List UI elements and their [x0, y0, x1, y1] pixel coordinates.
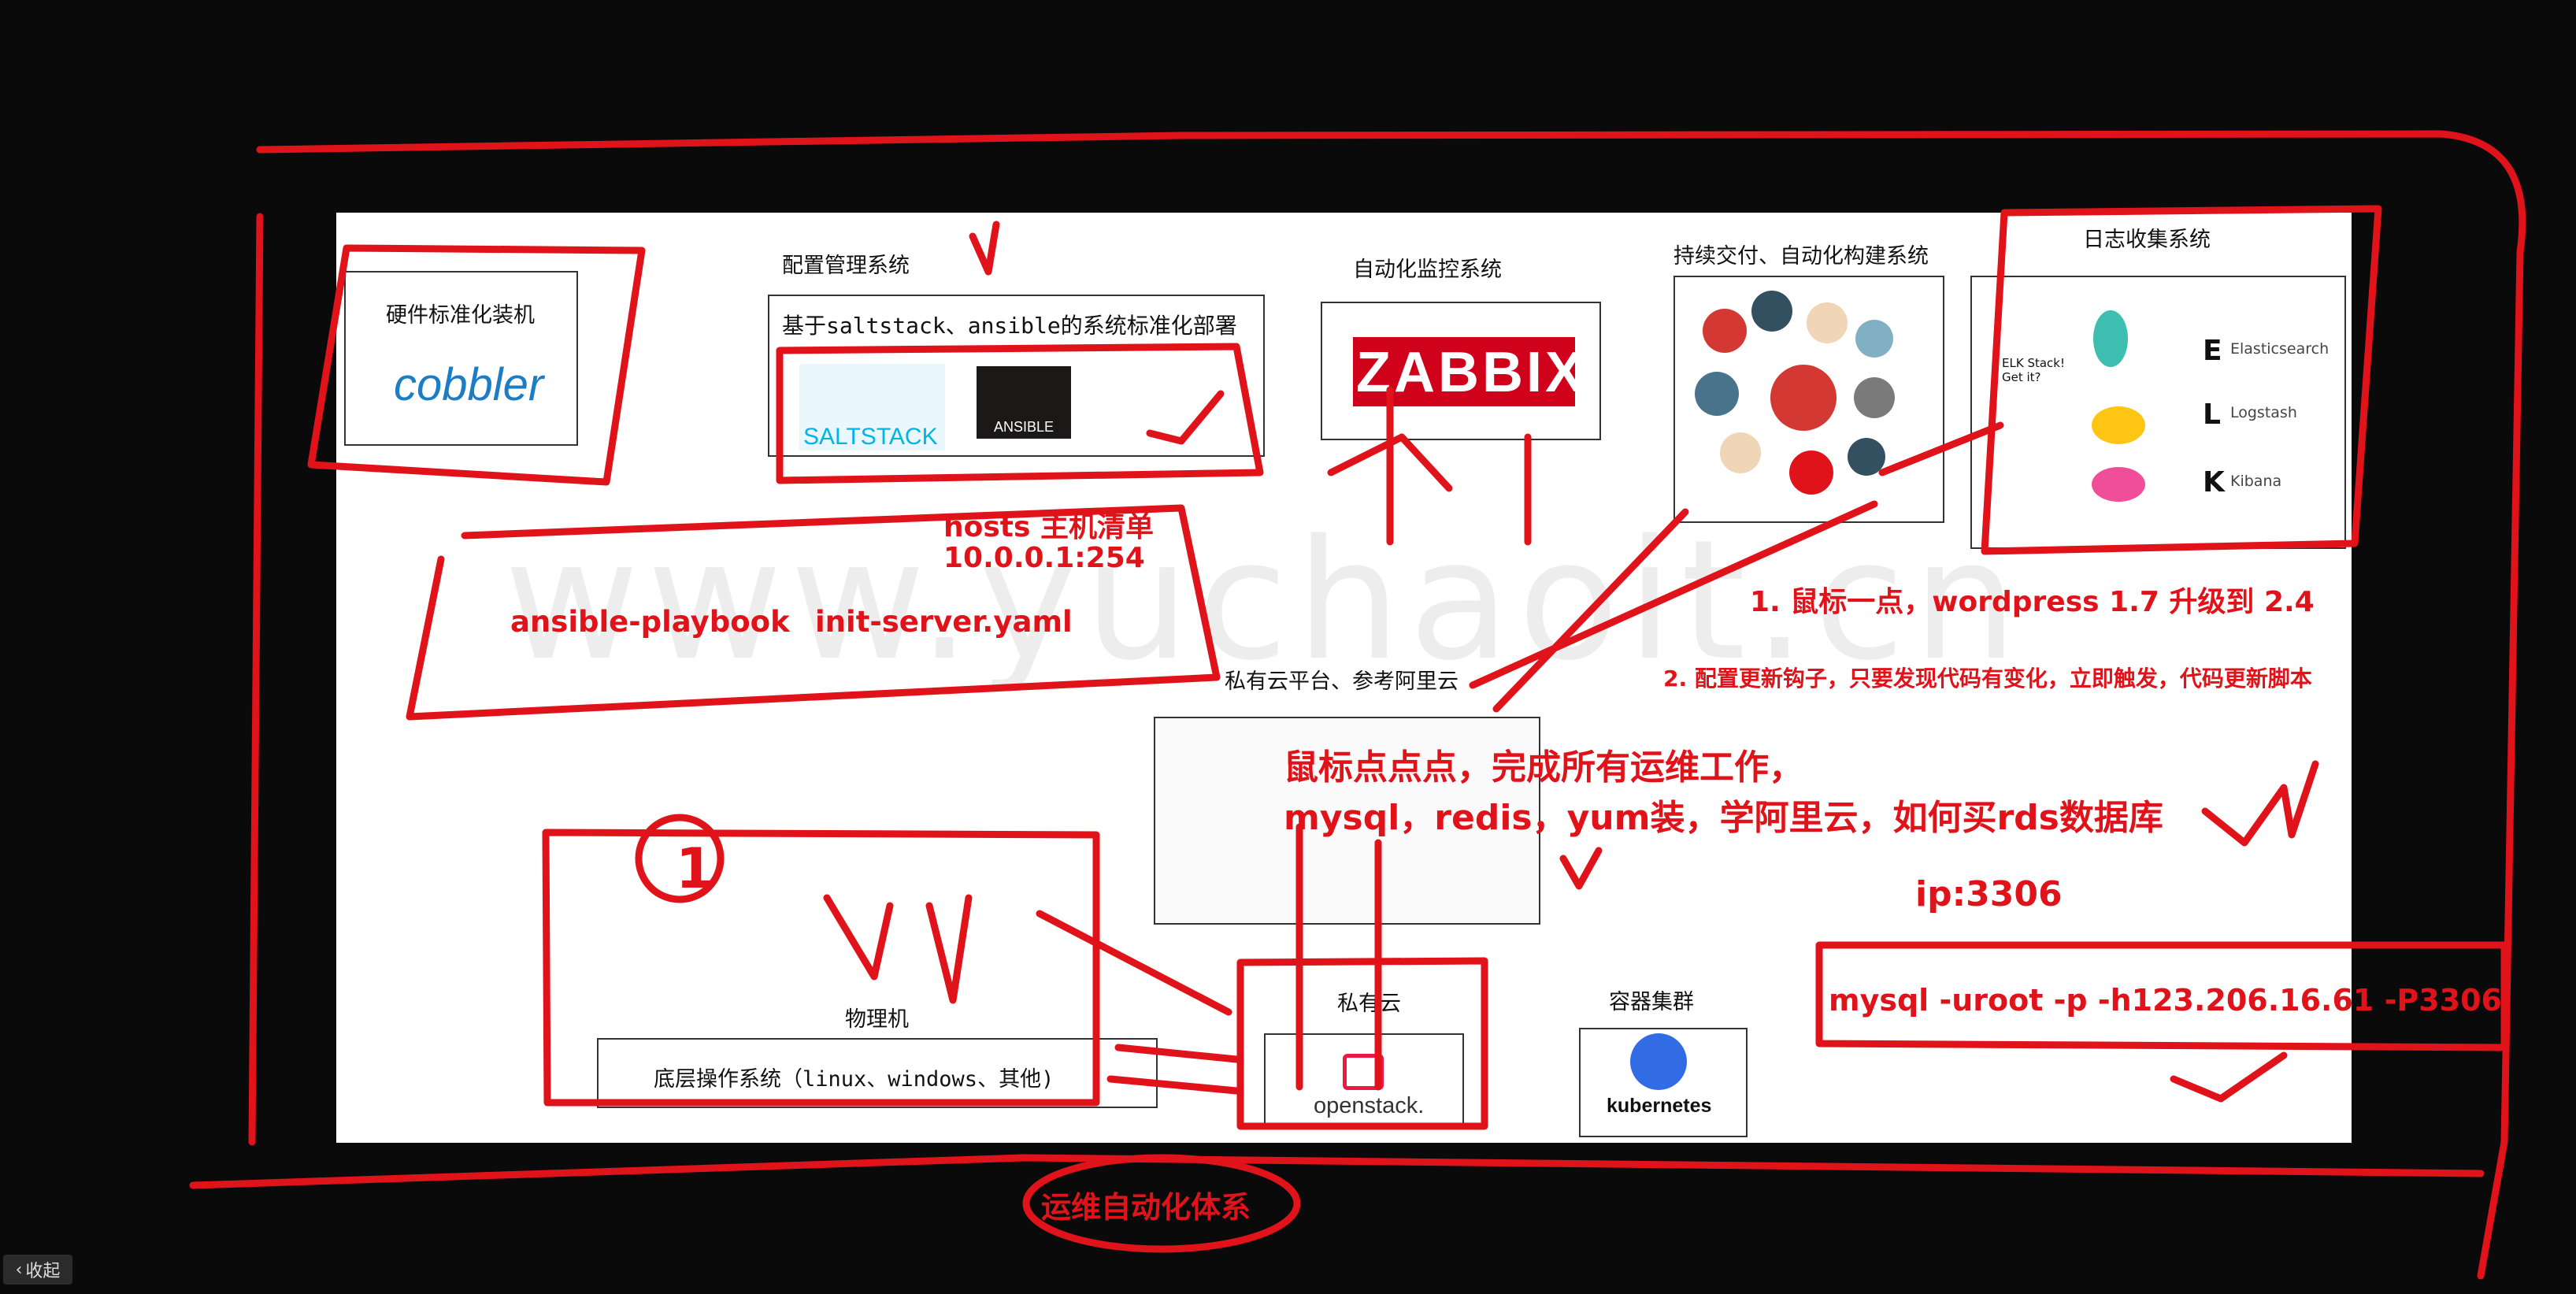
- saltstack-label: SALTSTACK: [803, 424, 938, 450]
- config-subtitle: 基于saltstack、ansible的系统标准化部署: [782, 313, 1237, 339]
- zabbix-label: ZABBIX: [1356, 341, 1586, 404]
- monitor-title: 自动化监控系统: [1353, 258, 1502, 282]
- click-annotation-2: mysql，redis，yum装，学阿里云，如何买rds数据库: [1284, 798, 2163, 838]
- hook-annotation: 2. 配置更新钩子，只要发现代码有变化，立即触发，代码更新脚本: [1663, 666, 2312, 691]
- elk-l-name: Logstash: [2230, 404, 2297, 421]
- physical-title: 物理机: [845, 1007, 909, 1032]
- openstack-label: openstack.: [1314, 1093, 1425, 1118]
- openstack-icon: [1343, 1054, 1384, 1090]
- mysql-annotation: mysql -uroot -p -h123.206.16.61 -P3306: [1829, 983, 2502, 1018]
- click-annotation-1: 鼠标点点点，完成所有运维工作，: [1284, 747, 1803, 788]
- elk-l-letter: L: [2203, 399, 2221, 431]
- chevron-left-icon: ‹: [15, 1259, 23, 1280]
- os-label: 底层操作系统（linux、windows、其他): [654, 1067, 1054, 1092]
- cobbler-logo: cobbler: [394, 359, 544, 410]
- playbook-annotation: ansible-playbook: [510, 605, 790, 639]
- port-annotation: ip:3306: [1915, 874, 2063, 914]
- ansible-label: ANSIBLE: [994, 419, 1054, 435]
- kubernetes-label: kubernetes: [1607, 1095, 1712, 1117]
- init-annotation: init-server.yaml: [815, 605, 1073, 639]
- wordpress-annotation: 1. 鼠标一点，wordpress 1.7 升级到 2.4: [1750, 586, 2315, 618]
- pcp-title: 私有云平台、参考阿里云: [1225, 669, 1458, 694]
- elk-k-letter: K: [2203, 466, 2225, 499]
- collapse-label: 收起: [25, 1262, 61, 1281]
- elk-e-name: Elasticsearch: [2230, 340, 2330, 358]
- hosts-annotation: hosts 主机清单: [943, 511, 1154, 543]
- cicd-title: 持续交付、自动化构建系统: [1673, 244, 1929, 269]
- logs-title: 日志收集系统: [2083, 228, 2211, 252]
- collapse-button[interactable]: ‹ 收起: [3, 1255, 72, 1285]
- elk-k-name: Kibana: [2230, 473, 2282, 490]
- circle-number: 1: [676, 836, 714, 901]
- private-cloud-title: 私有云: [1337, 992, 1401, 1016]
- config-title: 配置管理系统: [782, 254, 910, 278]
- cicd-box: [1673, 276, 1944, 523]
- hardware-title: 硬件标准化装机: [386, 303, 535, 328]
- kubernetes-icon: [1630, 1033, 1687, 1090]
- container-title: 容器集群: [1609, 990, 1694, 1014]
- bottom-title: 运维自动化体系: [1041, 1190, 1251, 1225]
- elk-e-letter: E: [2203, 335, 2222, 367]
- ip-annotation: 10.0.0.1:254: [943, 542, 1145, 574]
- elk-bubble: ELK Stack! Get it?: [2002, 356, 2065, 384]
